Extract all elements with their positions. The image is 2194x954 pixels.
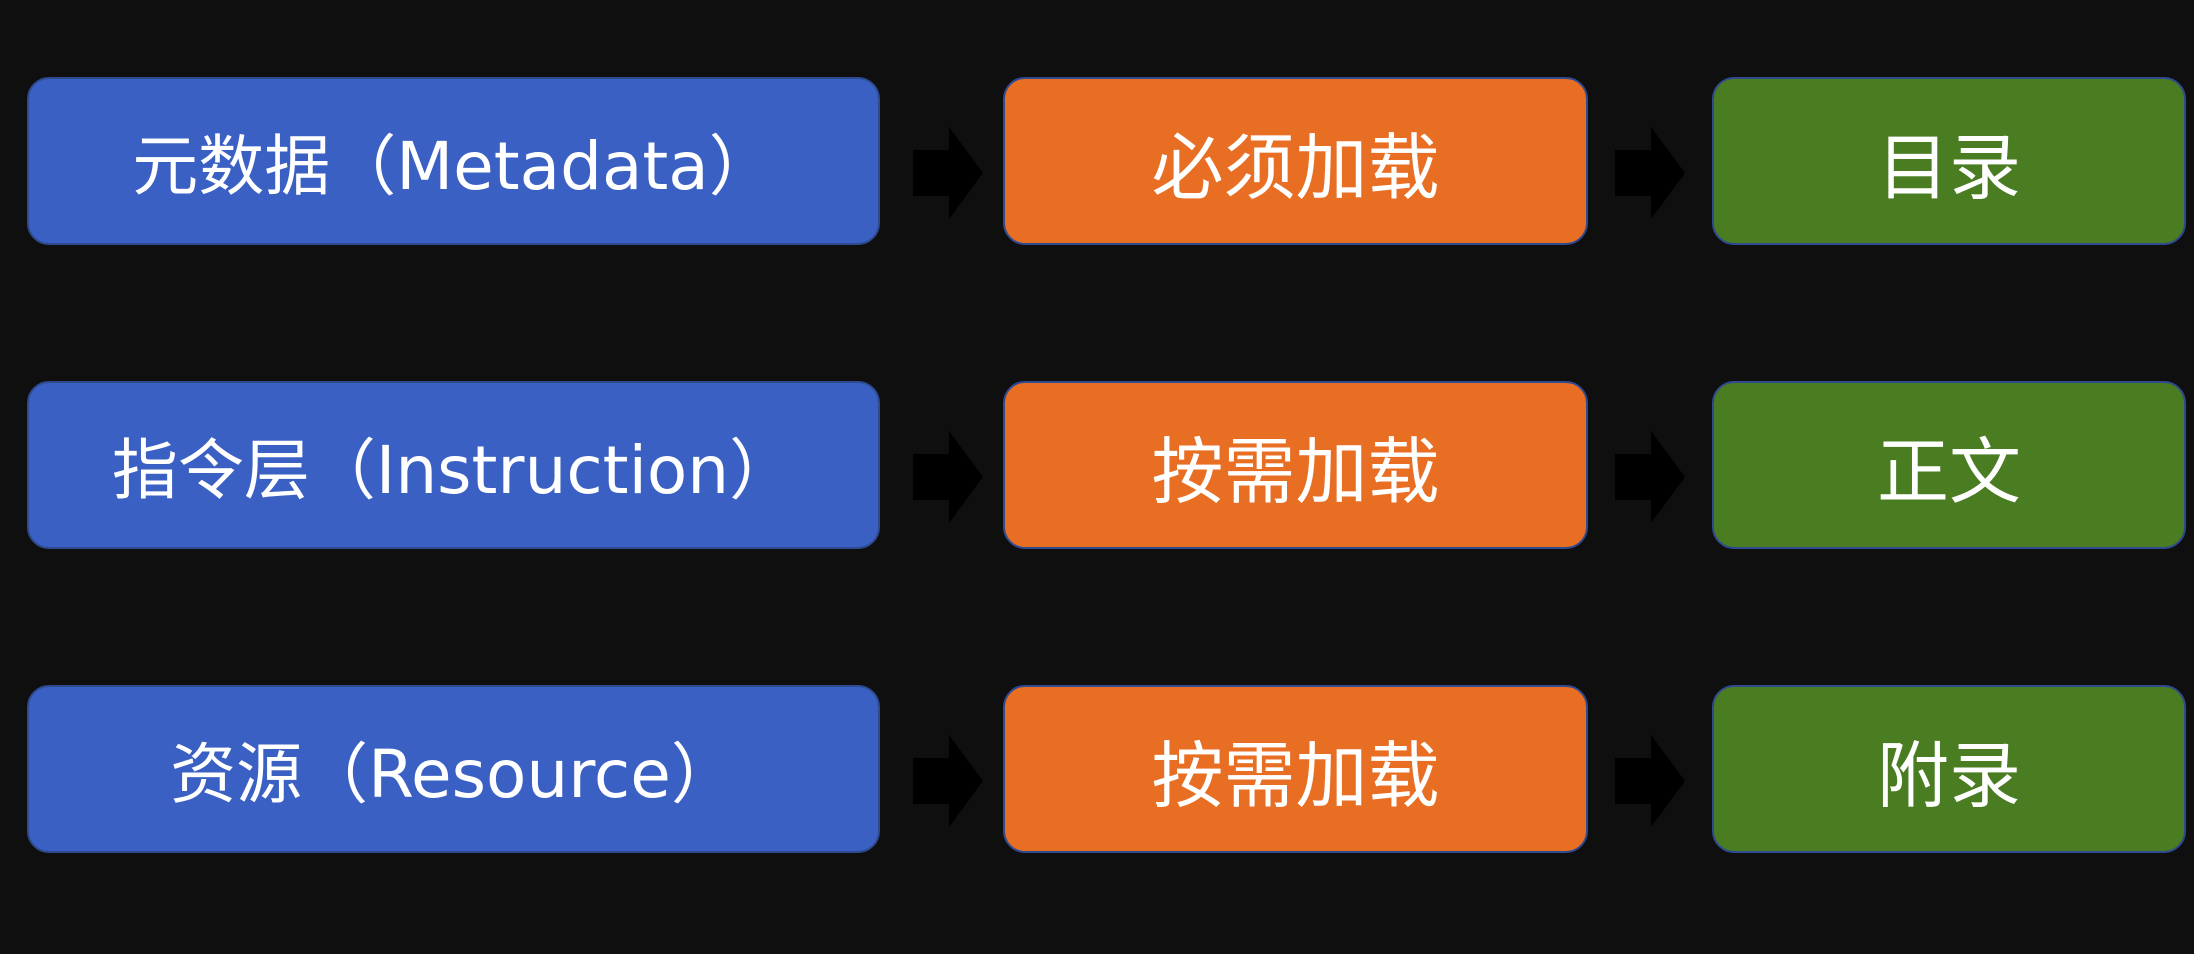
diagram-row-metadata: 元数据（Metadata） 必须加载 目录 (0, 77, 2194, 249)
layer-box: 元数据（Metadata） (27, 77, 880, 245)
right-arrow-icon (913, 127, 983, 219)
section-box: 目录 (1712, 77, 2186, 245)
right-arrow-icon (913, 431, 983, 523)
right-arrow-icon (1615, 127, 1685, 219)
loading-box: 按需加载 (1003, 381, 1588, 549)
diagram-row-instruction: 指令层（Instruction） 按需加载 正文 (0, 381, 2194, 553)
right-arrow-icon (913, 735, 983, 827)
loading-box: 必须加载 (1003, 77, 1588, 245)
diagram-row-resource: 资源（Resource） 按需加载 附录 (0, 685, 2194, 857)
section-box: 附录 (1712, 685, 2186, 853)
loading-box: 按需加载 (1003, 685, 1588, 853)
right-arrow-icon (1615, 431, 1685, 523)
layer-box: 资源（Resource） (27, 685, 880, 853)
right-arrow-icon (1615, 735, 1685, 827)
layer-box: 指令层（Instruction） (27, 381, 880, 549)
section-box: 正文 (1712, 381, 2186, 549)
